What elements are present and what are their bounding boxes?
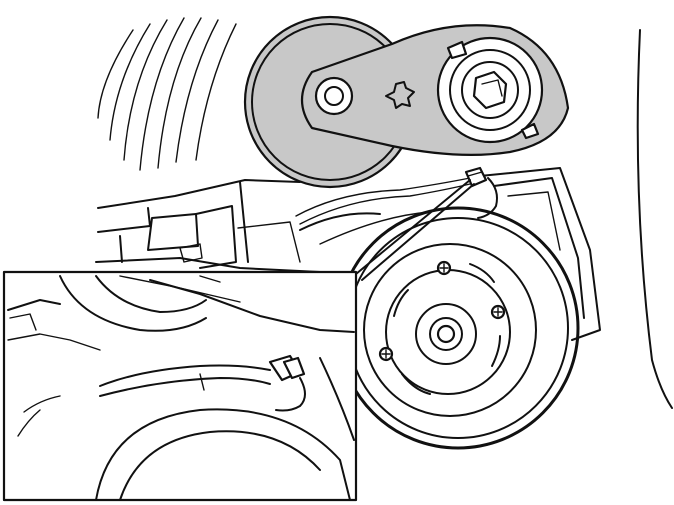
belt-tensioner <box>243 15 570 189</box>
engine-bracket <box>95 29 673 409</box>
sensor-connector <box>464 166 488 188</box>
detail-inset <box>2 270 358 502</box>
phillips-screw-icon <box>378 260 506 362</box>
star-socket-icon <box>385 81 415 109</box>
inset-sensor-connector <box>268 354 306 382</box>
callout-leaders <box>355 179 475 281</box>
pulley-slot-marks <box>393 263 501 395</box>
background-pulley-arcs <box>97 17 237 171</box>
idler-pulley <box>336 206 580 450</box>
